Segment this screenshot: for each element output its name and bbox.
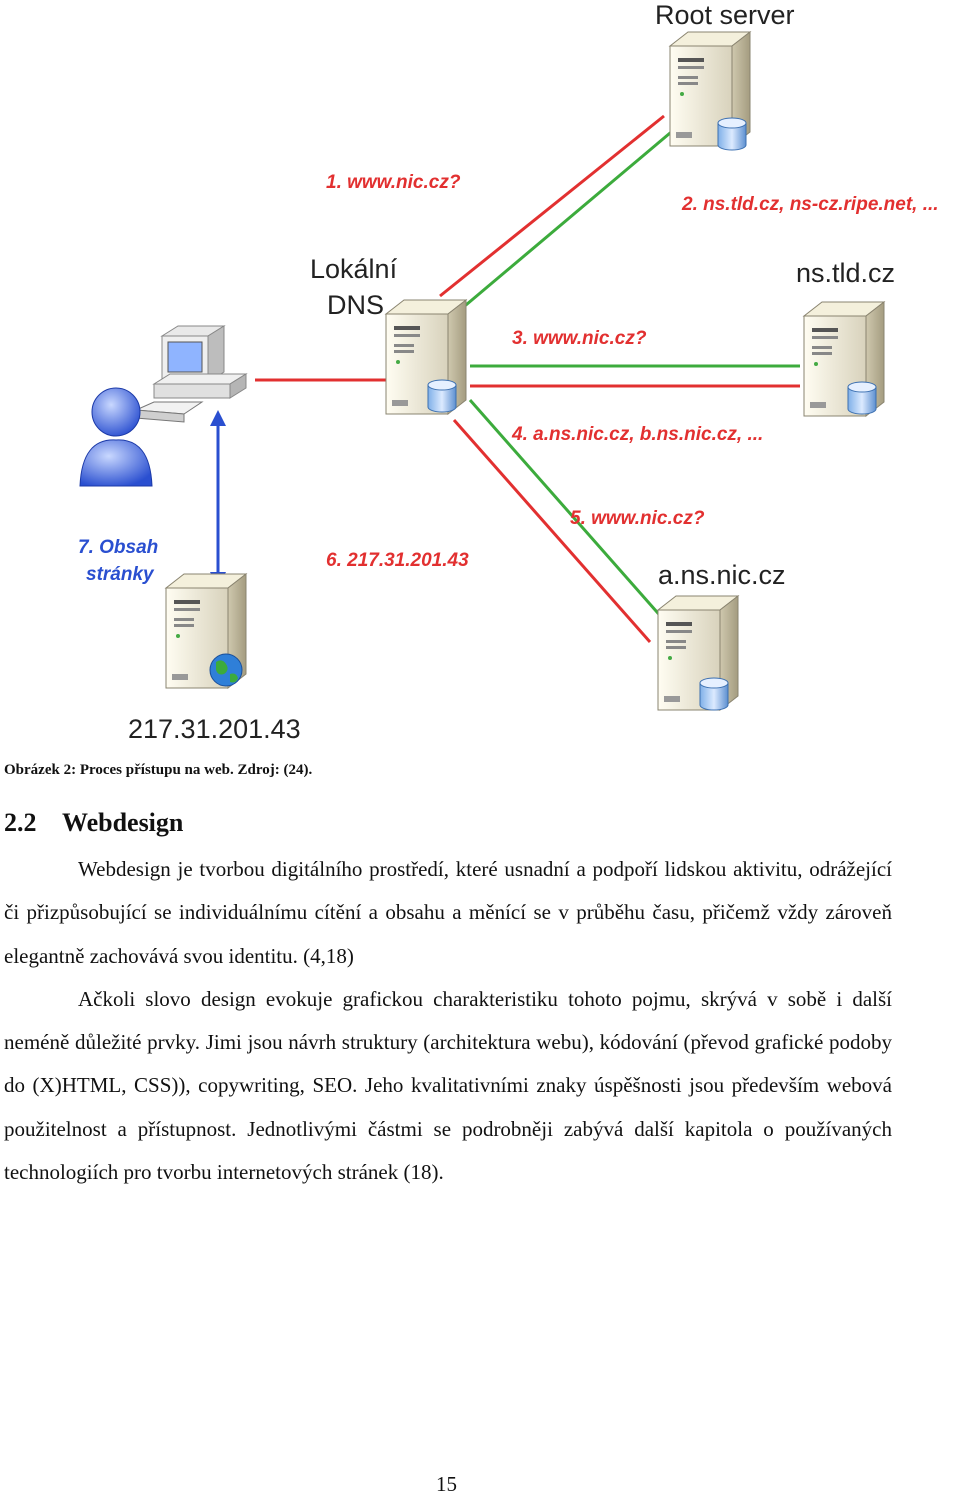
local-dns-label-line2: DNS (327, 290, 384, 320)
step-7-label-line1: 7. Obsah (78, 537, 158, 558)
step-5-label: 5. www.nic.cz? (570, 508, 705, 529)
database-icon (717, 117, 747, 151)
paragraph: Ačkoli slovo design evokuje grafickou ch… (4, 986, 892, 1185)
tld-server-label: ns.tld.cz (796, 258, 895, 288)
user-icon (79, 387, 153, 487)
step-6-label: 6. 217.31.201.43 (326, 550, 469, 571)
database-icon (427, 379, 457, 413)
tld-server-icon (803, 301, 885, 417)
line-root-local (439, 114, 665, 298)
web-server-label: 217.31.201.43 (128, 714, 301, 744)
web-server-icon (165, 573, 247, 689)
database-icon (699, 677, 729, 711)
line-ans-local (452, 419, 652, 643)
step-3-label: 3. www.nic.cz? (512, 328, 647, 349)
step-1-label: 1. www.nic.cz? (326, 172, 461, 193)
section-heading: 2.2 Webdesign (4, 808, 183, 838)
paragraph: Webdesign je tvorbou digitálního prostře… (4, 857, 892, 968)
database-icon (847, 381, 877, 415)
computer-icon (135, 325, 248, 423)
local-dns-server-icon (385, 299, 467, 415)
root-server-label: Root server (655, 0, 795, 30)
line-local-root (459, 126, 677, 312)
ans-server-label: a.ns.nic.cz (658, 560, 786, 590)
ans-server-icon (657, 595, 739, 711)
body-text: Webdesign je tvorbou digitálního prostře… (4, 848, 892, 1194)
section-number: 2.2 (4, 808, 37, 837)
line-local-ans (468, 399, 666, 621)
section-title: Webdesign (62, 808, 184, 837)
globe-icon (209, 653, 243, 687)
local-dns-label-line1: Lokální (310, 254, 398, 284)
page-number: 15 (436, 1472, 457, 1496)
step-2-label: 2. ns.tld.cz, ns-cz.ripe.net, ... (681, 194, 939, 215)
step-4-label: 4. a.ns.nic.cz, b.ns.nic.cz, ... (511, 424, 763, 445)
root-server-icon (669, 31, 751, 151)
dns-diagram: Root server Lokální DNS ns.tld.cz a.ns.n… (78, 0, 939, 744)
figure-caption: Obrázek 2: Proces přístupu na web. Zdroj… (4, 762, 313, 778)
arrow-up-icon (210, 410, 226, 426)
step-7-label-line2: stránky (86, 564, 155, 585)
